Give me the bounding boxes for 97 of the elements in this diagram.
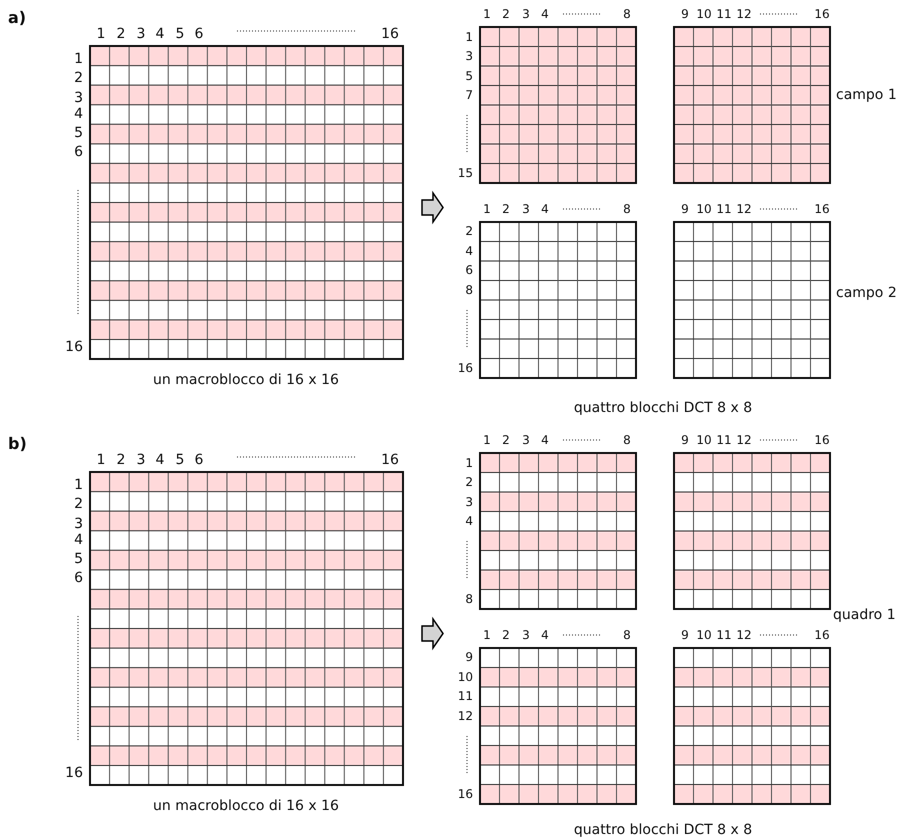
column-number: 2 xyxy=(116,27,126,41)
column-number: 12 xyxy=(736,203,752,215)
column-number: 5 xyxy=(176,453,184,467)
field-label: campo 2 xyxy=(836,286,897,300)
caption: quattro blocchi DCT 8 x 8 xyxy=(574,823,752,837)
column-number: 12 xyxy=(736,434,752,446)
column-number: 3 xyxy=(522,434,530,446)
row-number: 15 xyxy=(458,167,473,179)
column-number: 2 xyxy=(502,629,510,641)
column-number: 1 xyxy=(483,8,491,20)
column-number: 6 xyxy=(194,27,204,41)
row-number: 6 xyxy=(74,571,83,585)
column-number: 16 xyxy=(814,8,830,20)
row-number: 1 xyxy=(465,31,473,43)
column-number: 4 xyxy=(541,8,549,20)
column-number: 16 xyxy=(814,203,830,215)
column-number: 9 xyxy=(681,629,689,641)
column-number: 3 xyxy=(136,27,146,41)
column-number: 8 xyxy=(623,629,631,641)
column-number: 3 xyxy=(136,453,146,467)
column-number: 1 xyxy=(96,27,106,41)
column-number: 11 xyxy=(716,434,732,446)
column-number: 9 xyxy=(681,8,689,20)
row-number: 16 xyxy=(458,362,473,374)
column-number: 4 xyxy=(541,629,549,641)
column-number: 1 xyxy=(483,203,491,215)
column-number: 6 xyxy=(194,453,204,467)
panel-label: b) xyxy=(8,436,27,452)
column-number: 3 xyxy=(522,629,530,641)
row-number: 2 xyxy=(74,71,83,85)
row-number: 5 xyxy=(74,552,83,566)
column-number: 4 xyxy=(156,453,164,467)
caption: quattro blocchi DCT 8 x 8 xyxy=(574,401,752,415)
row-number: 2 xyxy=(74,497,83,511)
column-number: 4 xyxy=(541,203,549,215)
row-number: 3 xyxy=(465,496,473,508)
column-number: 2 xyxy=(502,434,510,446)
column-number: 5 xyxy=(176,27,184,41)
row-number: 4 xyxy=(465,245,473,257)
row-number: 5 xyxy=(74,126,83,140)
column-number: 12 xyxy=(736,8,752,20)
column-number: 10 xyxy=(696,8,712,20)
row-number: 7 xyxy=(465,89,473,101)
column-number: 16 xyxy=(381,27,399,41)
row-number: 3 xyxy=(465,50,473,62)
column-number: 12 xyxy=(736,629,752,641)
column-number: 8 xyxy=(623,434,631,446)
row-number: 4 xyxy=(74,107,83,121)
column-number: 10 xyxy=(696,629,712,641)
column-number: 1 xyxy=(483,434,491,446)
row-number: 16 xyxy=(458,788,473,800)
column-number: 2 xyxy=(502,203,510,215)
column-number: 8 xyxy=(623,8,631,20)
column-number: 3 xyxy=(522,203,530,215)
column-number: 1 xyxy=(483,629,491,641)
row-number: 8 xyxy=(465,284,473,296)
column-number: 3 xyxy=(522,8,530,20)
row-number: 11 xyxy=(458,690,473,702)
column-number: 4 xyxy=(541,434,549,446)
caption: un macroblocco di 16 x 16 xyxy=(153,799,339,813)
row-number: 1 xyxy=(465,457,473,469)
row-number: 6 xyxy=(74,145,83,159)
row-number: 3 xyxy=(74,91,83,105)
column-number: 16 xyxy=(814,434,830,446)
row-number: 16 xyxy=(65,766,83,780)
column-number: 11 xyxy=(716,8,732,20)
row-number: 1 xyxy=(74,52,83,66)
column-number: 1 xyxy=(96,453,106,467)
row-number: 12 xyxy=(458,710,473,722)
column-number: 2 xyxy=(502,8,510,20)
column-number: 16 xyxy=(381,453,399,467)
caption: un macroblocco di 16 x 16 xyxy=(153,373,339,387)
column-number: 11 xyxy=(716,203,732,215)
row-number: 1 xyxy=(74,478,83,492)
field-label: campo 1 xyxy=(836,88,897,102)
frame-label: quadro 1 xyxy=(833,608,896,622)
row-number: 16 xyxy=(65,340,83,354)
column-number: 2 xyxy=(116,453,126,467)
row-number: 3 xyxy=(74,517,83,531)
row-number: 2 xyxy=(465,225,473,237)
row-number: 10 xyxy=(458,671,473,683)
column-number: 9 xyxy=(681,434,689,446)
column-number: 10 xyxy=(696,434,712,446)
row-number: 8 xyxy=(465,593,473,605)
column-number: 8 xyxy=(623,203,631,215)
row-number: 2 xyxy=(465,476,473,488)
panel-label: a) xyxy=(8,10,26,26)
row-number: 6 xyxy=(465,264,473,276)
row-number: 9 xyxy=(465,651,473,663)
column-number: 9 xyxy=(681,203,689,215)
row-number: 5 xyxy=(465,70,473,82)
row-number: 4 xyxy=(465,515,473,527)
column-number: 10 xyxy=(696,203,712,215)
row-number: 4 xyxy=(74,533,83,547)
column-number: 16 xyxy=(814,629,830,641)
column-number: 4 xyxy=(156,27,164,41)
column-number: 11 xyxy=(716,629,732,641)
